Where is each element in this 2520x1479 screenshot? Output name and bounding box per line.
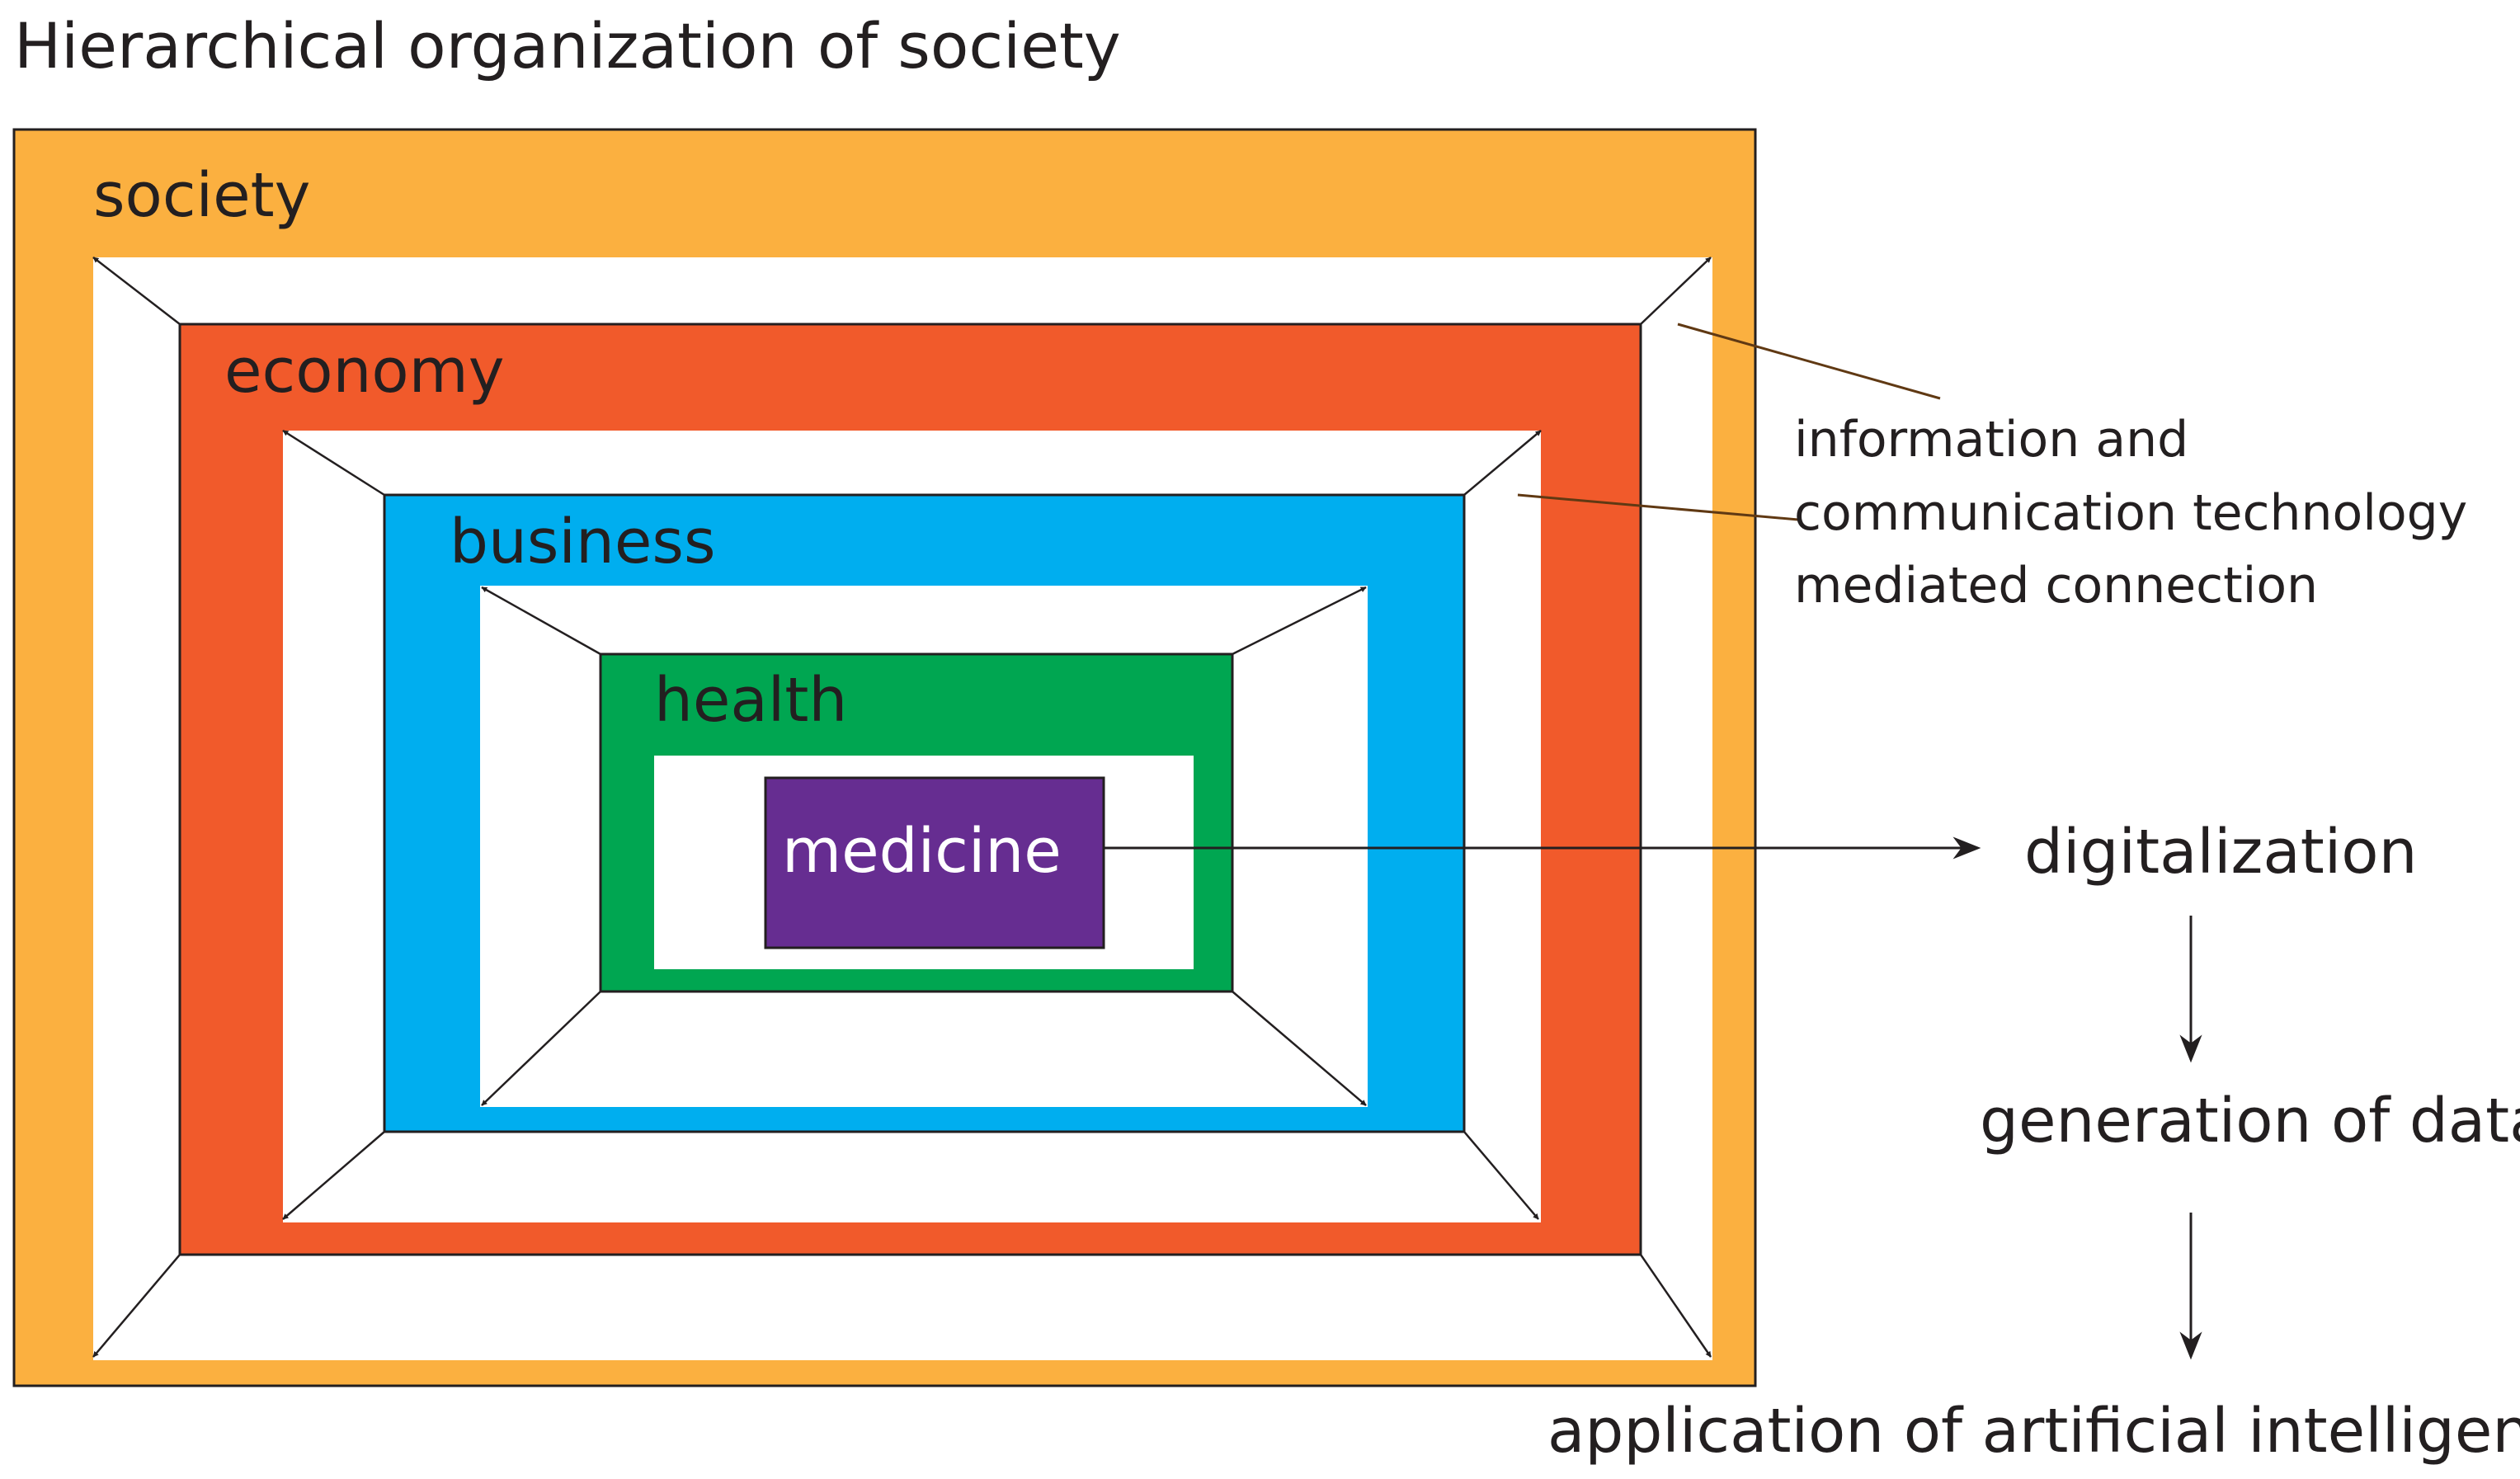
flow-generation-of-data: generation of data — [1980, 1086, 2520, 1156]
medicine-box — [764, 776, 1105, 949]
medicine-label: medicine — [782, 816, 1062, 887]
arrow-business-tl — [481, 586, 601, 656]
connection-note-line-2: communication technology — [1794, 484, 2468, 542]
page-title: Hierarchical organization of society — [14, 9, 1121, 82]
economy-label: economy — [224, 336, 505, 407]
connector-line-outer — [1677, 323, 1941, 400]
society-label: society — [93, 160, 311, 231]
flow-digitalization: digitalization — [2024, 817, 2418, 888]
arrow-business-tr — [1232, 586, 1367, 656]
arrow-business-br — [1232, 991, 1367, 1106]
arrow-society-tr — [1640, 257, 1712, 325]
arrow-business-bl — [481, 991, 601, 1106]
arrow-society-tl — [92, 257, 181, 325]
arrow-society-bl — [92, 1254, 181, 1358]
health-label: health — [654, 665, 848, 736]
flow-application-of-ai: application of artificial intelligence — [1547, 1396, 2520, 1467]
arrow-economy-tr — [1463, 430, 1542, 496]
connection-note-line-1: information and — [1794, 411, 2189, 469]
business-label: business — [450, 506, 716, 577]
connection-note-line-3: mediated connection — [1794, 557, 2319, 615]
arrow-economy-bl — [282, 1131, 385, 1220]
connector-line-inner — [1517, 493, 1799, 521]
arrow-society-br — [1639, 1254, 1712, 1358]
arrow-economy-tl — [282, 429, 385, 497]
arrow-economy-br — [1463, 1131, 1539, 1220]
